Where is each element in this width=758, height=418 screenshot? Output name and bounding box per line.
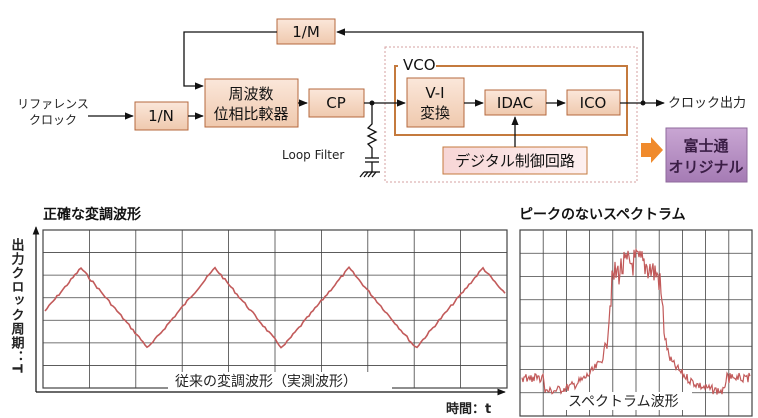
spectrum-wave bbox=[521, 247, 751, 395]
clock-output-label: クロック出力 bbox=[668, 96, 746, 111]
fujitsu-line2: オリジナル bbox=[668, 158, 743, 176]
modulation-y-label: 出力クロック周期：T bbox=[9, 237, 25, 373]
spectrum-title: ピークのないスペクトラム bbox=[519, 207, 686, 223]
charge-pump-label: CP bbox=[326, 94, 346, 112]
signal-wires bbox=[88, 28, 665, 178]
vco-label-bg bbox=[398, 59, 436, 73]
vi-converter-line2: 変換 bbox=[420, 104, 450, 122]
modulation-chart: 正確な変調波形 出力クロック周期：T 時間：t 従来の変調波形（実測波形） bbox=[9, 206, 508, 417]
phase-detector-block bbox=[204, 78, 299, 128]
orange-arrow-icon bbox=[641, 137, 663, 163]
vi-converter-block bbox=[406, 77, 465, 128]
digital-control-label: デジタル制御回路 bbox=[455, 152, 575, 170]
ico-label: ICO bbox=[580, 94, 607, 112]
phase-detector-line2: 位相比較器 bbox=[213, 105, 288, 123]
spectrum-caption-bg bbox=[562, 392, 692, 410]
loop-filter-label: Loop Filter bbox=[282, 148, 344, 162]
fujitsu-original-badge bbox=[665, 127, 748, 183]
spectrum-caption: スペクトラム波形 bbox=[568, 394, 679, 410]
ref-clock-line1: リファレンス bbox=[17, 97, 89, 111]
modulation-title: 正確な変調波形 bbox=[43, 206, 141, 223]
idac-label: IDAC bbox=[497, 94, 533, 112]
modulation-caption: 従来の変調波形（実測波形） bbox=[175, 373, 357, 390]
vco-label: VCO bbox=[403, 56, 436, 74]
modulation-grid bbox=[43, 230, 507, 388]
idac-block bbox=[484, 89, 547, 116]
block-diagram: VCO 1/M 1/N 周波数 位相比較器 CP V-I 変換 IDAC ICO… bbox=[17, 18, 748, 183]
vco-dotted-region bbox=[384, 46, 638, 183]
fujitsu-line1: 富士通 bbox=[683, 137, 728, 155]
ref-clock-line2: クロック bbox=[29, 113, 77, 127]
node-dot bbox=[640, 100, 646, 106]
modulation-caption-bg bbox=[168, 372, 392, 390]
modulation-x-label: 時間：t bbox=[446, 401, 491, 417]
spectrum-chart: ピークのないスペクトラム スペクトラム波形 bbox=[519, 207, 753, 417]
node-dot bbox=[369, 100, 375, 106]
divider-m-label: 1/M bbox=[292, 23, 320, 41]
divider-n-label: 1/N bbox=[148, 107, 174, 125]
modulation-wave bbox=[44, 265, 506, 349]
vi-converter-line1: V-I bbox=[425, 84, 444, 102]
ico-block bbox=[566, 89, 621, 116]
divider-n-block bbox=[134, 101, 189, 131]
phase-detector-line1: 周波数 bbox=[228, 85, 273, 103]
